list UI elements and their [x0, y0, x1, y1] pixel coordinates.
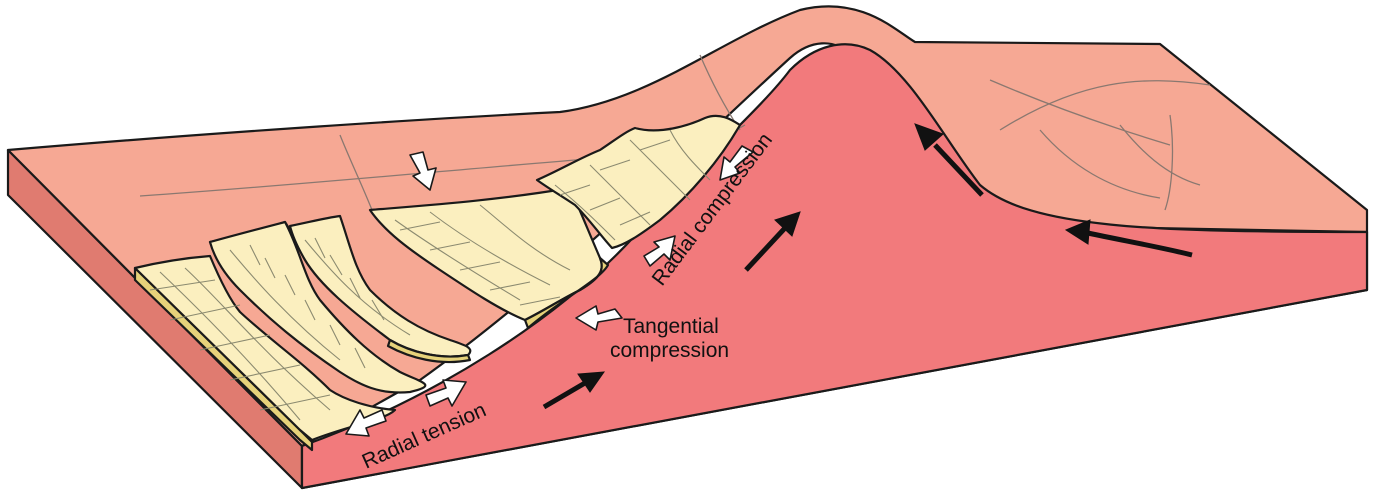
label-tangential-line1: Tangential: [623, 315, 719, 338]
label-tangential-line2: compression: [610, 339, 729, 362]
